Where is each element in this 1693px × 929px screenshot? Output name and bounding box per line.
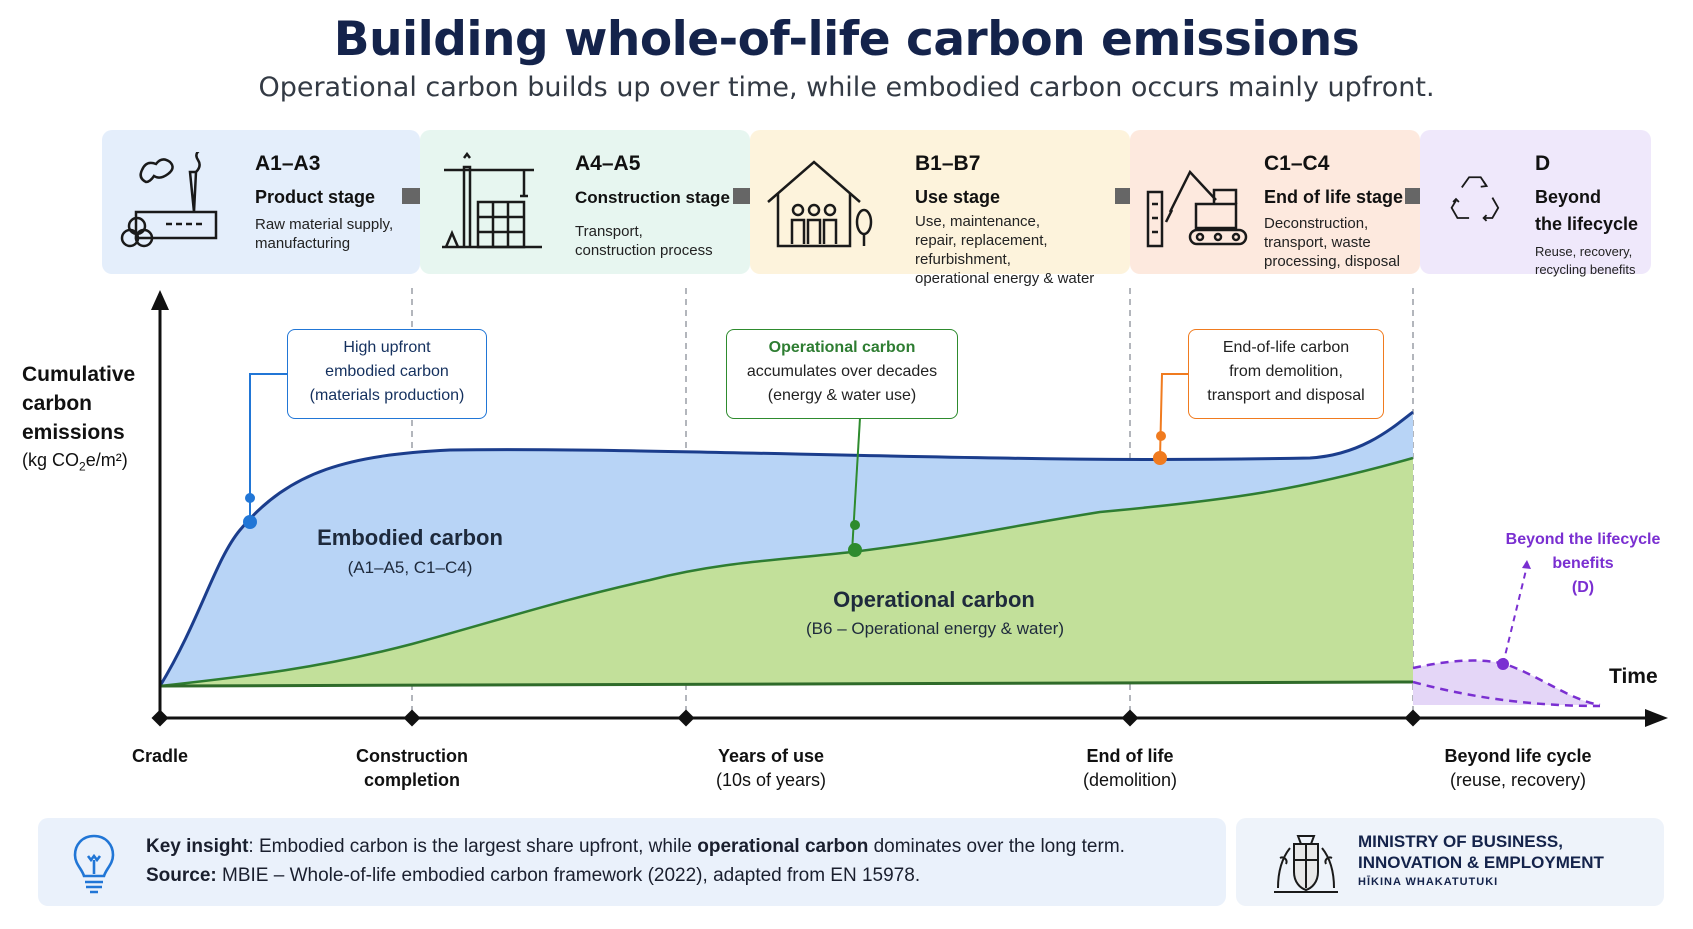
beyond-lifecycle-arrowhead	[1522, 560, 1531, 569]
recycle-icon	[1450, 176, 1500, 222]
beyond-lifecycle-curve	[1412, 659, 1601, 707]
key-insight-box: Key insight: Embodied carbon is the larg…	[38, 818, 1226, 906]
eol-leader	[1159, 373, 1190, 459]
operational-carbon-title: Operational carbon	[833, 587, 1035, 612]
page-subtitle: Operational carbon builds up over time, …	[258, 72, 1435, 103]
stage-name: Product stage	[255, 187, 376, 207]
page-title: Building whole-of-life carbon emissions	[333, 12, 1360, 67]
stage-desc: Use, maintenance,repair, replacement,ref…	[915, 213, 1095, 287]
milestone-marker	[151, 709, 169, 727]
stage-desc: Reuse, recovery,recycling benefits	[1535, 244, 1636, 277]
key-insight-text: Key insight: Embodied carbon is the larg…	[146, 836, 1125, 857]
milestone-marker	[1121, 709, 1139, 727]
stage-end-of-life: C1–C4 End of life stage Deconstruction,t…	[1130, 130, 1420, 274]
stage-code: A4–A5	[575, 152, 641, 175]
crane-icon	[442, 152, 542, 249]
stage-construction: A4–A5 Construction stage Transport,const…	[420, 130, 750, 274]
ministry-name: MINISTRY OF BUSINESS,INNOVATION & EMPLOY…	[1358, 832, 1604, 872]
baseline-line	[159, 680, 1414, 688]
house-people-icon	[767, 160, 873, 248]
milestone-label: Beyond life cycle(reuse, recovery)	[1444, 746, 1592, 790]
stage-name: Construction stage	[575, 188, 730, 207]
coat-of-arms-icon	[1274, 835, 1338, 893]
eol-point	[1156, 431, 1166, 441]
stage-desc: Raw material supply,manufacturing	[255, 216, 394, 252]
time-axis-label: Time	[1609, 665, 1658, 688]
ministry-maori-name: HĪKINA WHAKATUTUKI	[1358, 876, 1499, 888]
beyond-lifecycle-base	[1412, 680, 1601, 708]
upfront-leader	[249, 373, 288, 522]
milestone-label: End of life(demolition)	[1082, 746, 1178, 790]
milestone-marker	[677, 709, 695, 727]
operational-point	[850, 520, 860, 530]
embodied-carbon-area	[160, 412, 1413, 686]
milestone-marker	[1404, 709, 1422, 727]
embodied-carbon-line	[158, 410, 1414, 687]
stage-code: D	[1535, 152, 1551, 175]
operational-point	[848, 543, 862, 557]
operational-carbon-sub: (B6 – Operational energy & water)	[806, 619, 1064, 638]
stage-product: A1–A3 Product stage Raw material supply,…	[102, 130, 420, 274]
y-axis-arrowhead	[151, 290, 169, 310]
x-axis-arrowhead	[1645, 709, 1668, 727]
lightbulb-icon	[73, 834, 115, 894]
stage-name: Use stage	[915, 187, 1001, 207]
factory-icon	[120, 152, 218, 248]
operational-carbon-area	[160, 458, 1413, 686]
y-axis-unit: (kg CO2e/m²)	[22, 450, 128, 474]
stage-use: B1–B7 Use stage Use, maintenance,repair,…	[750, 130, 1130, 287]
beyond-lifecycle-leader	[1502, 565, 1528, 665]
stage-code: A1–A3	[255, 152, 321, 175]
embodied-carbon-sub: (A1–A5, C1–C4)	[347, 558, 473, 577]
upfront-point	[243, 515, 257, 529]
embodied-carbon-title: Embodied carbon	[317, 525, 503, 550]
milestone-label: Cradle	[131, 746, 189, 766]
milestone-marker	[403, 709, 421, 727]
stage-code: B1–B7	[915, 152, 981, 175]
stage-name: End of life stage	[1264, 187, 1404, 207]
excavator-icon	[1146, 169, 1248, 248]
stage-code: C1–C4	[1264, 152, 1330, 175]
upfront-point	[245, 493, 255, 503]
ministry-logo-box: MINISTRY OF BUSINESS,INNOVATION & EMPLOY…	[1236, 818, 1664, 906]
source-text: Source: MBIE – Whole-of-life embodied ca…	[146, 865, 921, 886]
stage-desc: Transport,construction process	[575, 223, 713, 259]
eol-point	[1153, 451, 1167, 465]
milestone-label: Years of use(10s of years)	[715, 746, 827, 790]
operational-carbon-line	[159, 456, 1414, 688]
